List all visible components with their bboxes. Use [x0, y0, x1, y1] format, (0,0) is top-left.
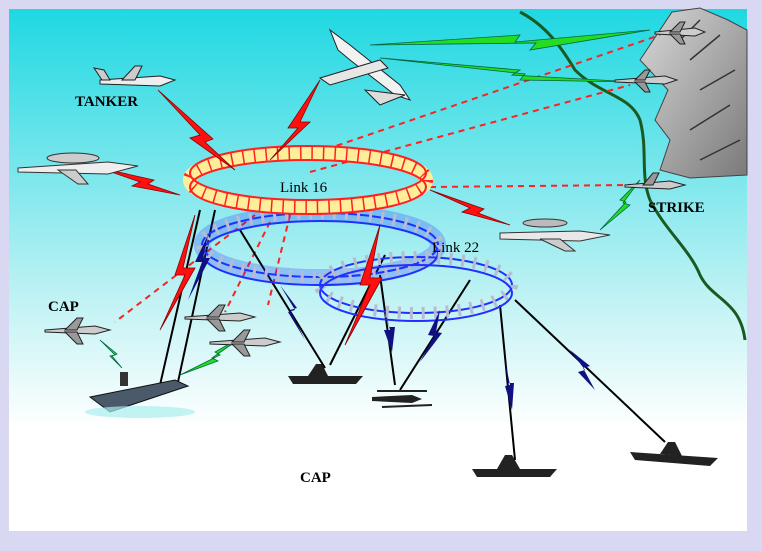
cap-fighter-icon	[209, 329, 282, 357]
awacs-aircraft-icon	[17, 152, 139, 185]
fighter-aircraft-icon	[654, 21, 707, 45]
cap-fighter-icon	[184, 304, 257, 332]
aew-aircraft-icon	[499, 218, 611, 252]
link16-ring	[183, 145, 433, 215]
cap-label-top: CAP	[48, 299, 79, 315]
terrain-line	[519, 10, 747, 341]
link22-label: Link 22	[432, 240, 479, 256]
strike-label: STRIKE	[648, 200, 705, 216]
ship-icon	[472, 455, 557, 477]
link16-label: Link 16	[280, 180, 328, 196]
ship-icon	[288, 364, 363, 384]
tanker-aircraft-icon	[92, 65, 177, 87]
ship-icon	[630, 442, 718, 466]
helicopter-icon	[372, 390, 433, 408]
fighter-aircraft-icon	[614, 69, 679, 93]
tanker-label: TANKER	[75, 94, 138, 110]
strike-aircraft-icon	[624, 172, 687, 190]
carrier-ship-icon	[85, 372, 195, 418]
cap-fighter-icon	[44, 317, 112, 345]
blue-bolts	[188, 235, 595, 410]
cap-label-bottom: CAP	[300, 470, 331, 486]
command-aircraft-icon	[318, 28, 412, 106]
red-bolts	[99, 79, 511, 346]
